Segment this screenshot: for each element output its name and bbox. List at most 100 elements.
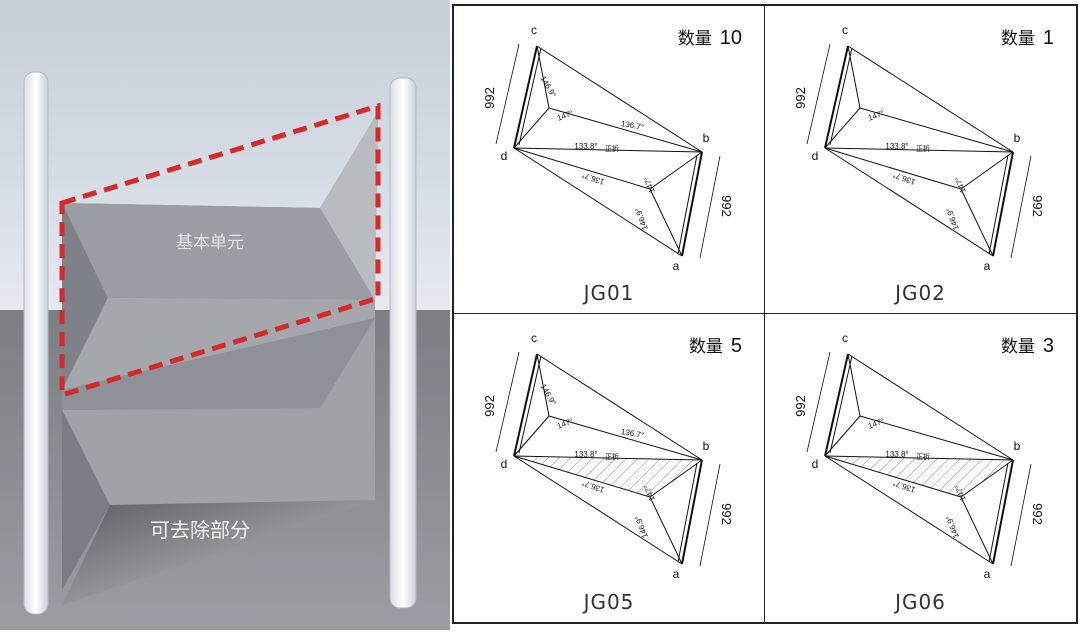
fold-label: 正折 <box>916 144 930 153</box>
plate-ba <box>992 151 1014 257</box>
quantity-value: 3 <box>1042 335 1054 357</box>
dimension-line-left <box>806 43 831 145</box>
vertex-a: a <box>984 567 991 581</box>
angle-label: 136.7° <box>581 170 606 186</box>
fold-line <box>649 188 683 257</box>
fold-label: 正折 <box>916 452 930 461</box>
vertex-b: b <box>703 131 710 145</box>
fold-line <box>960 151 1014 190</box>
right-pole <box>389 77 417 609</box>
fold-label: 正折 <box>605 144 619 153</box>
plate-cd <box>824 45 849 149</box>
quantity-label: 数量 <box>1000 29 1035 49</box>
fold-line <box>824 147 962 190</box>
left-pole <box>23 71 49 615</box>
quantity-value: 1 <box>1042 27 1054 49</box>
vertex-d: d <box>812 149 819 163</box>
angle-label: 133.8° <box>574 450 597 459</box>
dimension-line-left <box>806 351 831 453</box>
fold-line <box>847 353 861 417</box>
dimension-right: 992 <box>1030 503 1045 525</box>
fold-line <box>960 459 1014 498</box>
angle-label: 133.8° <box>885 142 908 151</box>
fold-line <box>960 188 994 257</box>
render-svg <box>0 0 450 630</box>
angle-label: 146.9° <box>538 382 557 407</box>
angle-label: 136.7° <box>892 170 917 186</box>
fold-line <box>513 455 703 461</box>
vertex-b: b <box>1014 439 1021 453</box>
dimension-right: 992 <box>719 195 734 217</box>
dimension-left: 992 <box>482 395 497 417</box>
basic-unit-highlight <box>59 102 381 399</box>
fold-line <box>513 455 651 498</box>
plate-cd <box>513 353 538 457</box>
fold-line <box>548 107 703 153</box>
part-code: JG05 <box>583 590 635 614</box>
fold-line <box>824 147 994 257</box>
dimension-line-left <box>495 43 520 145</box>
hatched-area <box>514 456 702 497</box>
fold-line <box>513 455 683 565</box>
plate-cd-inner <box>829 47 853 146</box>
part-code: JG06 <box>895 590 946 614</box>
fold-line <box>847 45 861 109</box>
dimension-right: 992 <box>719 503 734 525</box>
quantity: 数量 3 <box>1001 332 1054 358</box>
dimension-line-right <box>699 463 721 567</box>
quantity-label: 数量 <box>688 337 723 357</box>
vertex-b: b <box>703 439 710 453</box>
fold-line <box>824 455 962 498</box>
vertex-a: a <box>673 567 680 581</box>
plate-ba-inner <box>988 462 1009 563</box>
basic-unit-label: 基本单元 <box>176 233 244 253</box>
fold-line <box>513 147 683 257</box>
part-code: JG02 <box>895 281 946 305</box>
angle-label: 146.9° <box>944 206 960 231</box>
drawing-jg05: cdba992992146.9°147°136.7°133.8°正折136.7°… <box>482 331 734 581</box>
angle-label: 147° <box>643 176 657 195</box>
fold-line <box>649 496 683 565</box>
quantity-label: 数量 <box>1000 337 1035 357</box>
quantity-value: 10 <box>719 27 742 49</box>
fold-label: 正折 <box>605 452 619 461</box>
dimension-left: 992 <box>793 395 808 417</box>
fold-line <box>548 415 703 461</box>
fold-line <box>513 415 550 457</box>
vertex-c: c <box>531 23 537 37</box>
angle-label: 136.7° <box>620 427 644 440</box>
plate-cd-inner <box>518 47 542 146</box>
fold-line <box>536 45 550 109</box>
fold-line <box>824 455 994 565</box>
plate-cd <box>513 45 538 149</box>
removable-part <box>62 500 375 605</box>
fold-line <box>649 151 703 190</box>
fold-line <box>824 415 861 457</box>
angle-label: 146.9° <box>538 74 557 99</box>
dimension-line-right <box>699 155 721 259</box>
plate-ba <box>681 459 703 565</box>
angle-label: 146.9° <box>633 514 649 539</box>
dimension-left: 992 <box>482 87 497 109</box>
fold-line <box>649 459 703 498</box>
vertex-c: c <box>842 331 848 345</box>
fold-line <box>513 147 651 190</box>
dimension-line-left <box>495 351 520 453</box>
plate-ba-inner <box>988 154 1009 255</box>
fold-line <box>824 107 861 149</box>
vertex-d: d <box>501 457 508 471</box>
angle-label: 146.9° <box>633 206 649 231</box>
fold-line <box>859 415 1014 461</box>
fold-line <box>847 45 1014 153</box>
plate-ba-inner <box>677 462 698 563</box>
plate-cd-inner <box>829 355 853 454</box>
fold-line <box>824 147 1014 153</box>
